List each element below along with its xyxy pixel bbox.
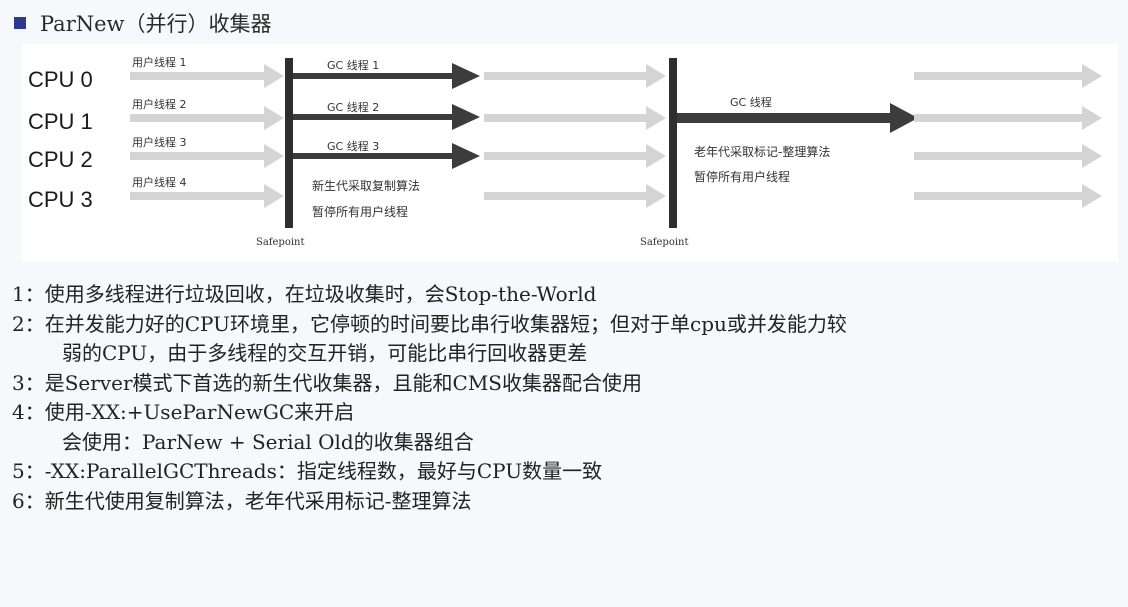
user-thread-arrow xyxy=(130,144,284,168)
user-thread-arrows-mid xyxy=(484,64,666,208)
user-thread-arrow xyxy=(484,144,666,168)
user-thread-arrow xyxy=(914,184,1102,208)
user-thread-arrow xyxy=(914,106,1102,130)
safepoint-label: Safepoint xyxy=(640,237,689,248)
note-item: 2：在并发能力好的CPU环境里，它停顿的时间要比串行收集器短；但对于单cpu或并… xyxy=(12,311,847,336)
user-thread-arrow xyxy=(130,106,284,130)
old-note: 老年代采取标记-整理算法 xyxy=(694,144,830,159)
title-row: ParNew（并行）收集器 xyxy=(14,8,272,38)
note-item: 弱的CPU，由于多线程的交互开销，可能比串行回收器更差 xyxy=(62,341,588,365)
gc-thread-label: GC 线程 2 xyxy=(327,100,379,114)
note-item: 5：-XX:ParallelGCThreads：指定线程数，最好与CPU数量一致 xyxy=(12,459,603,483)
user-thread-arrow xyxy=(130,184,284,208)
young-note: 暂停所有用户线程 xyxy=(312,204,408,219)
safepoint-bar xyxy=(285,58,293,228)
user-thread-arrow xyxy=(484,106,666,130)
note-item: 会使用：ParNew + Serial Old的收集器组合 xyxy=(62,429,474,454)
user-thread-arrow xyxy=(130,64,284,88)
gc-thread-arrow xyxy=(293,63,480,89)
notes-list: 1：使用多线程进行垃圾回收，在垃圾收集时，会Stop-the-World 2：在… xyxy=(12,280,1112,516)
square-bullet-icon xyxy=(14,17,26,29)
gc-thread-arrow xyxy=(293,143,480,169)
safepoint-bar xyxy=(669,58,677,228)
user-thread-arrows-end xyxy=(914,64,1102,208)
cpu-label: CPU 2 xyxy=(28,147,93,172)
gc-thread-label: GC 线程 1 xyxy=(327,58,379,72)
parnew-diagram: CPU 0 CPU 1 CPU 2 CPU 3 用户线程 1 用户线程 2 用户… xyxy=(22,44,1118,262)
gc-old-thread-arrow xyxy=(677,103,918,133)
user-thread-label: 用户线程 2 xyxy=(132,97,187,111)
gc-thread-arrow xyxy=(293,104,480,130)
young-note: 新生代采取复制算法 xyxy=(312,178,420,193)
gc-old-thread-label: GC 线程 xyxy=(730,95,772,109)
user-thread-arrow xyxy=(484,184,666,208)
user-thread-arrows xyxy=(130,64,284,208)
gc-young-arrows xyxy=(293,63,480,169)
note-item: 6：新生代使用复制算法，老年代采用标记-整理算法 xyxy=(12,488,472,513)
cpu-label: CPU 3 xyxy=(28,187,93,212)
user-thread-arrow xyxy=(484,64,666,88)
note-item: 1：使用多线程进行垃圾回收，在垃圾收集时，会Stop-the-World xyxy=(12,282,597,306)
user-thread-label: 用户线程 3 xyxy=(132,135,187,149)
cpu-label: CPU 0 xyxy=(28,67,93,92)
page-title: ParNew（并行）收集器 xyxy=(40,12,272,36)
user-thread-arrow xyxy=(914,144,1102,168)
old-note: 暂停所有用户线程 xyxy=(694,169,790,184)
safepoint-label: Safepoint xyxy=(256,237,305,248)
note-item: 3：是Server模式下首选的新生代收集器，且能和CMS收集器配合使用 xyxy=(12,370,642,395)
gc-thread-label: GC 线程 3 xyxy=(327,139,379,153)
user-thread-arrow xyxy=(914,64,1102,88)
note-item: 4：使用-XX:+UseParNewGC来开启 xyxy=(12,400,355,424)
cpu-label: CPU 1 xyxy=(28,109,93,134)
user-thread-label: 用户线程 4 xyxy=(132,175,187,189)
user-thread-label: 用户线程 1 xyxy=(132,55,187,69)
